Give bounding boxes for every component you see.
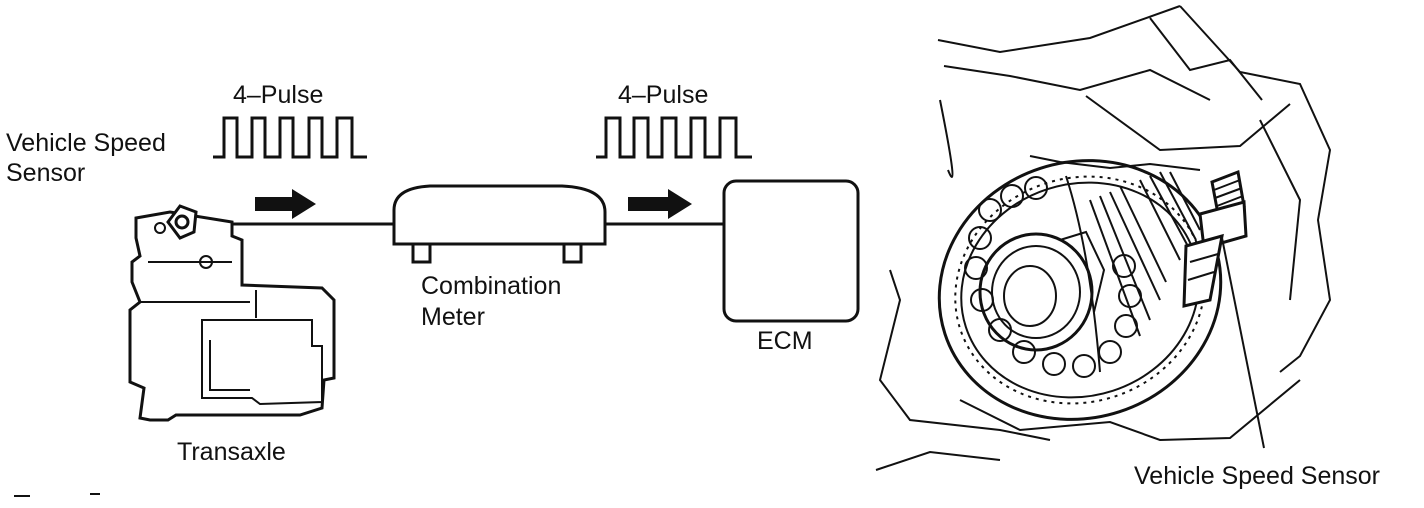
ecm-box (722, 179, 860, 323)
pulse-label-left: 4–Pulse (233, 81, 323, 109)
vss-left-label-line1: Vehicle Speed (6, 129, 166, 157)
vss-left-label-line2: Sensor (6, 159, 85, 187)
combination-meter-label-line1: Combination (421, 272, 561, 300)
right-arrow-icon-left (255, 189, 316, 219)
combination-meter-box (392, 184, 607, 264)
transaxle-illustration (128, 210, 336, 422)
right-arrow-icon-right (628, 189, 692, 219)
transaxle-label: Transaxle (177, 438, 286, 466)
vss-right-label: Vehicle Speed Sensor (1134, 462, 1380, 490)
pulse-waveform-icon-right (596, 116, 752, 159)
differential-cutaway-illustration (875, 5, 1332, 471)
ecm-label: ECM (757, 327, 813, 355)
speed-sensor-icon-left (166, 204, 198, 240)
pulse-label-right: 4–Pulse (618, 81, 708, 109)
combination-meter-label-line2: Meter (421, 303, 485, 331)
pulse-waveform-icon-left (213, 116, 367, 159)
vss-right-leader-line (1221, 237, 1265, 449)
speed-sensor-icon-right (1182, 169, 1248, 308)
